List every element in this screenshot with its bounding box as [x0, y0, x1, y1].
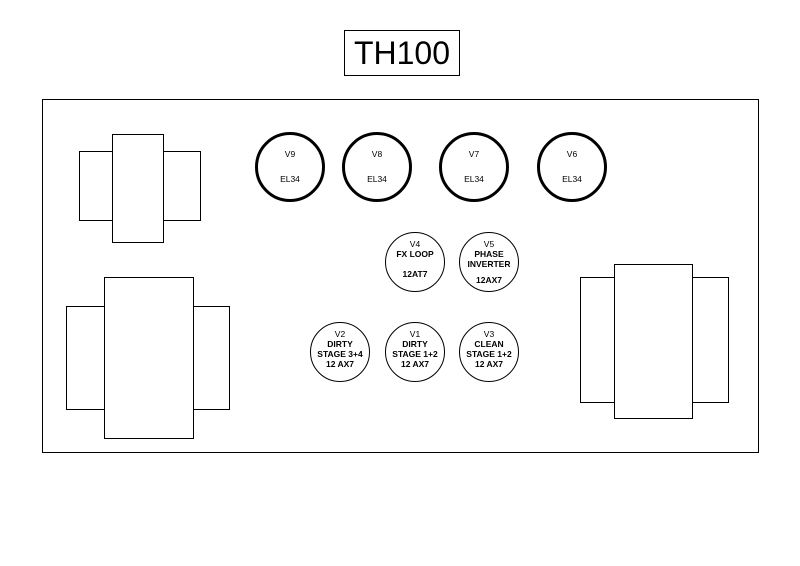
tube-id: V4 [409, 239, 421, 249]
power-tube-v8: V8 EL34 [342, 132, 412, 202]
tube-id: V8 [371, 149, 383, 159]
tube-id: V2 [334, 329, 346, 339]
tube-label-line2: STAGE 1+2 [466, 349, 512, 359]
tube-type: EL34 [464, 174, 484, 184]
tube-id: V5 [483, 239, 495, 249]
tube-type: 12 AX7 [400, 359, 430, 369]
tube-id: V9 [284, 149, 296, 159]
tube-v3-clean-stage-1-2: V3 CLEAN STAGE 1+2 12 AX7 [459, 322, 519, 382]
tube-type: EL34 [367, 174, 387, 184]
tube-id: V6 [566, 149, 578, 159]
tube-v4-fx-loop: V4 FX LOOP 12AT7 [385, 232, 445, 292]
tube-label-line2: STAGE 1+2 [392, 349, 438, 359]
output-transformer-coil [614, 264, 693, 419]
tube-label-line1: DIRTY [327, 339, 353, 349]
power-tube-v6: V6 EL34 [537, 132, 607, 202]
tube-type: 12AT7 [402, 269, 428, 279]
tube-label-line1: CLEAN [474, 339, 504, 349]
tube-label-line1: PHASE [474, 249, 504, 259]
power-tube-v7: V7 EL34 [439, 132, 509, 202]
tube-type: 12 AX7 [325, 359, 355, 369]
tube-label-line1: DIRTY [402, 339, 428, 349]
amplifier-chassis [42, 99, 759, 453]
diagram-title: TH100 [344, 30, 460, 76]
tube-v2-dirty-stage-3-4: V2 DIRTY STAGE 3+4 12 AX7 [310, 322, 370, 382]
small-transformer-coil [112, 134, 164, 243]
tube-type: 12AX7 [476, 275, 502, 285]
tube-v5-phase-inverter: V5 PHASE INVERTER 12AX7 [459, 232, 519, 292]
tube-type: EL34 [280, 174, 300, 184]
tube-type: 12 AX7 [474, 359, 504, 369]
tube-v1-dirty-stage-1-2: V1 DIRTY STAGE 1+2 12 AX7 [385, 322, 445, 382]
tube-id: V3 [483, 329, 495, 339]
tube-label-line2: STAGE 3+4 [317, 349, 363, 359]
tube-id: V7 [468, 149, 480, 159]
power-transformer-coil [104, 277, 194, 439]
tube-label-line2: INVERTER [467, 259, 511, 269]
power-tube-v9: V9 EL34 [255, 132, 325, 202]
tube-label-line1: FX LOOP [396, 249, 434, 259]
tube-type: EL34 [562, 174, 582, 184]
tube-id: V1 [409, 329, 421, 339]
